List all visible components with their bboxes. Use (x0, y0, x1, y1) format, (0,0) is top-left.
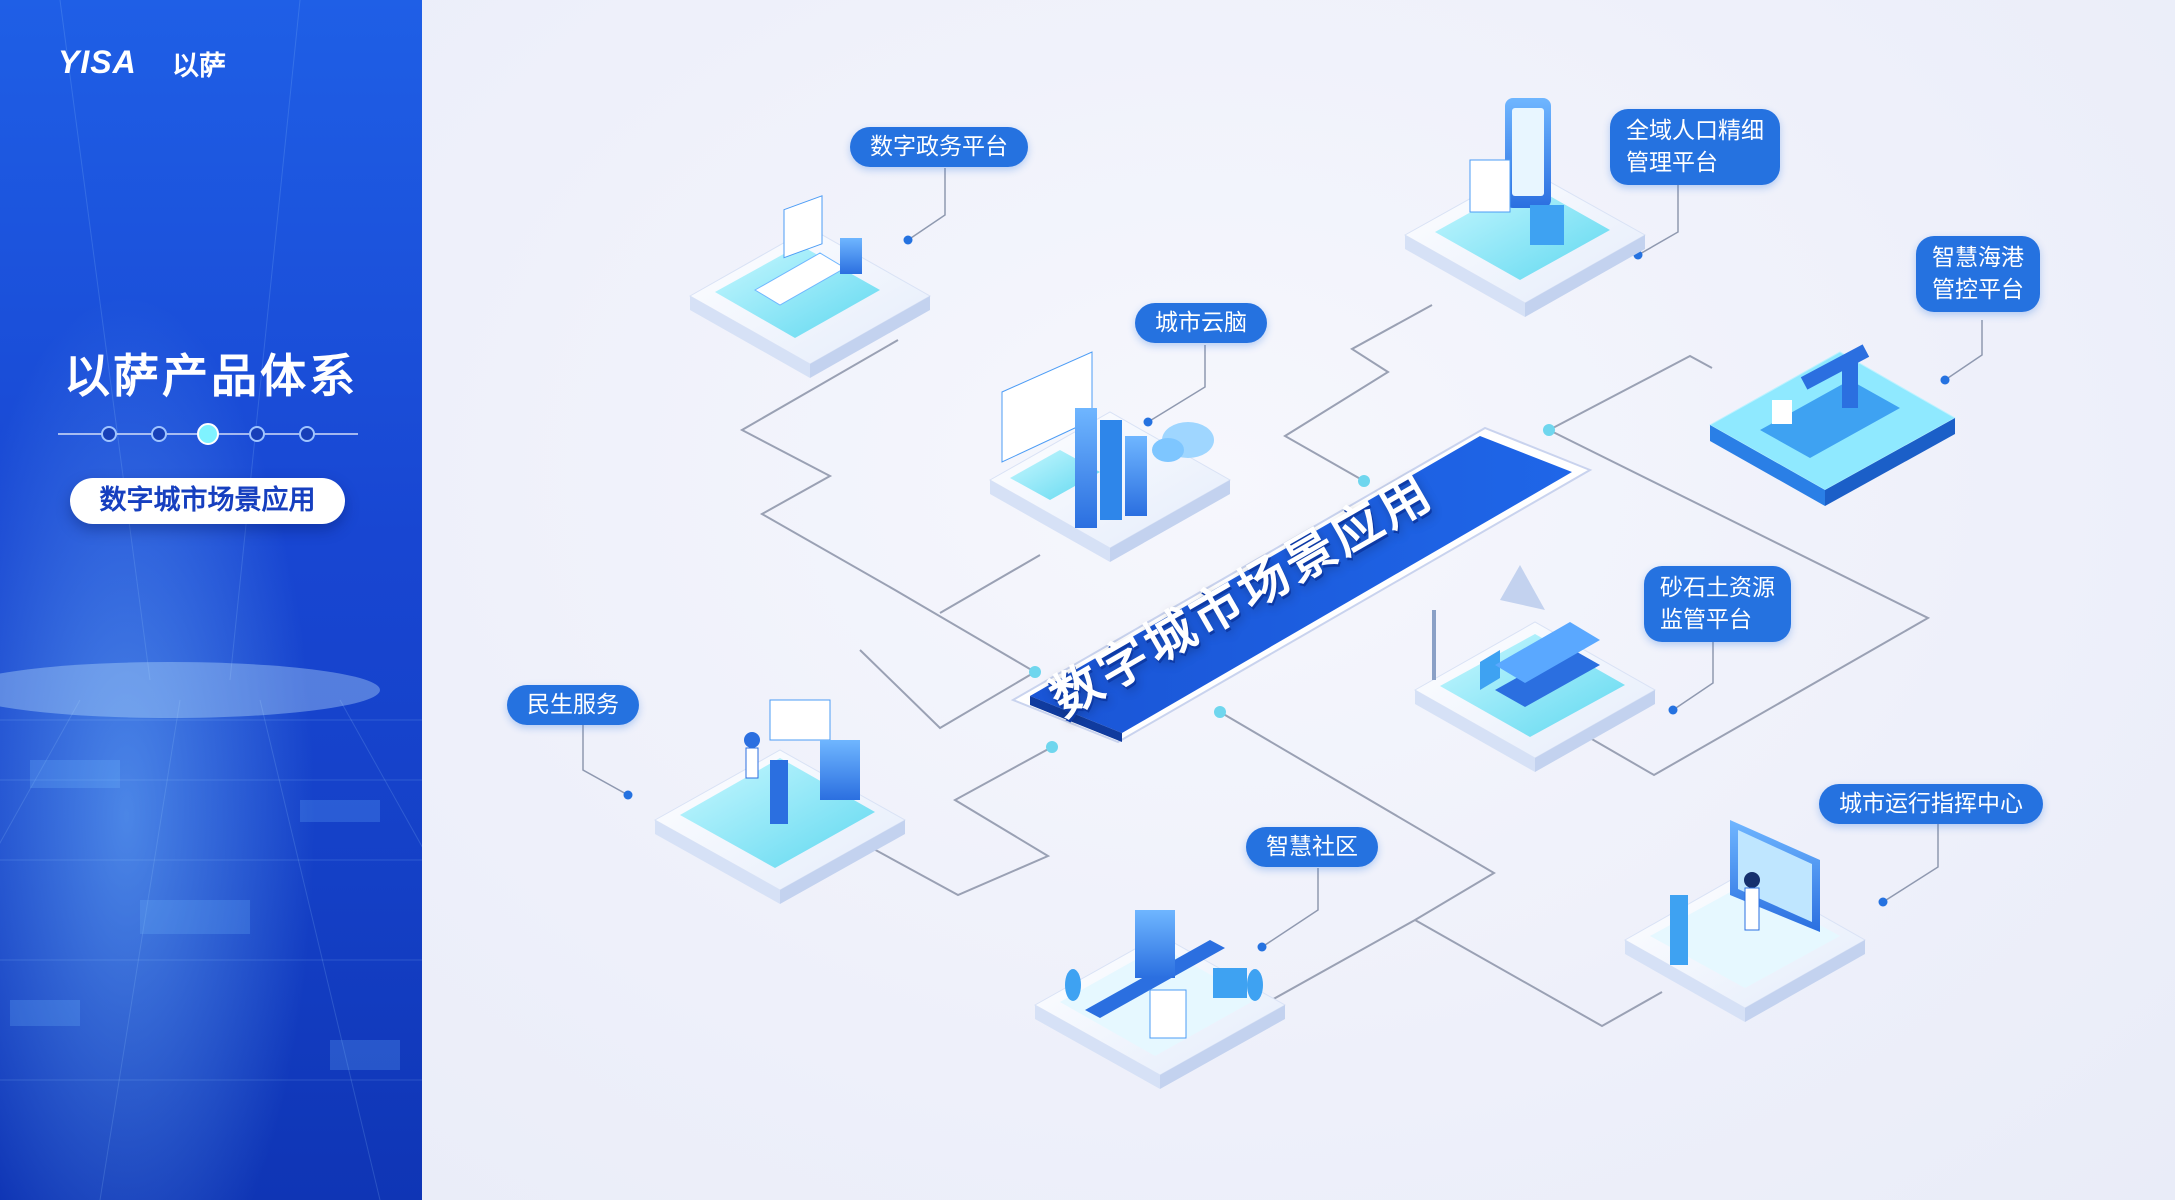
label-livelihood[interactable]: 民生服务 (507, 685, 639, 725)
connector-brain (939, 554, 1041, 614)
nav-dot-4[interactable] (249, 426, 265, 442)
label-population[interactable]: 全域人口精细 管理平台 (1610, 109, 1780, 185)
platform-community (1033, 910, 1287, 1089)
category-pill[interactable]: 数字城市场景应用 (70, 478, 345, 524)
nav-dot-3-active[interactable] (197, 423, 219, 445)
connector-gov (739, 339, 1036, 673)
panel-grid-decoration (0, 0, 422, 1200)
center-banner (1010, 426, 1593, 744)
label-sand[interactable]: 砂石土资源 监管平台 (1644, 566, 1791, 642)
yisa-logo: YISA (58, 44, 137, 80)
connector-community (1199, 711, 1496, 1041)
left-panel: YISA 以萨 以萨产品体系 数字城市场景应用 (0, 0, 422, 1200)
diagram-svg (582, 98, 1983, 1089)
connector-gov-branch (859, 649, 1036, 730)
label-leaders (582, 168, 1983, 948)
nav-dot-5[interactable] (299, 426, 315, 442)
nav-dot-2[interactable] (151, 426, 167, 442)
yisa-logo-cn: 以萨 (172, 51, 226, 82)
connector-sand (1548, 429, 1931, 777)
label-community[interactable]: 智慧社区 (1246, 827, 1378, 867)
connector-population (1283, 304, 1433, 482)
platform-livelihood (653, 699, 907, 904)
platform-population (1403, 98, 1647, 317)
diagram-canvas: 数字政务平台 全域人口精细 管理平台 智慧海港 管控平台 城市云脑 砂石土资源 … (422, 0, 2175, 1200)
nav-dot-1[interactable] (101, 426, 117, 442)
connector-command (1414, 919, 1663, 1028)
platform-gov (688, 195, 932, 378)
connector-livelihood (869, 746, 1053, 897)
connector-lines (739, 304, 1931, 1041)
label-command[interactable]: 城市运行指挥中心 (1819, 784, 2043, 824)
label-brain[interactable]: 城市云脑 (1135, 303, 1267, 343)
connector-endpoints (1029, 424, 1555, 753)
connector-harbor (1548, 354, 1713, 431)
platform-sand (1413, 565, 1657, 772)
label-gov[interactable]: 数字政务平台 (850, 127, 1028, 167)
platform-harbor (1708, 344, 1957, 506)
platform-brain (988, 351, 1232, 562)
product-system-title: 以萨产品体系 (64, 349, 358, 403)
slide-dot-nav (58, 423, 358, 445)
label-harbor[interactable]: 智慧海港 管控平台 (1916, 236, 2040, 312)
platform-command (1623, 820, 1867, 1022)
